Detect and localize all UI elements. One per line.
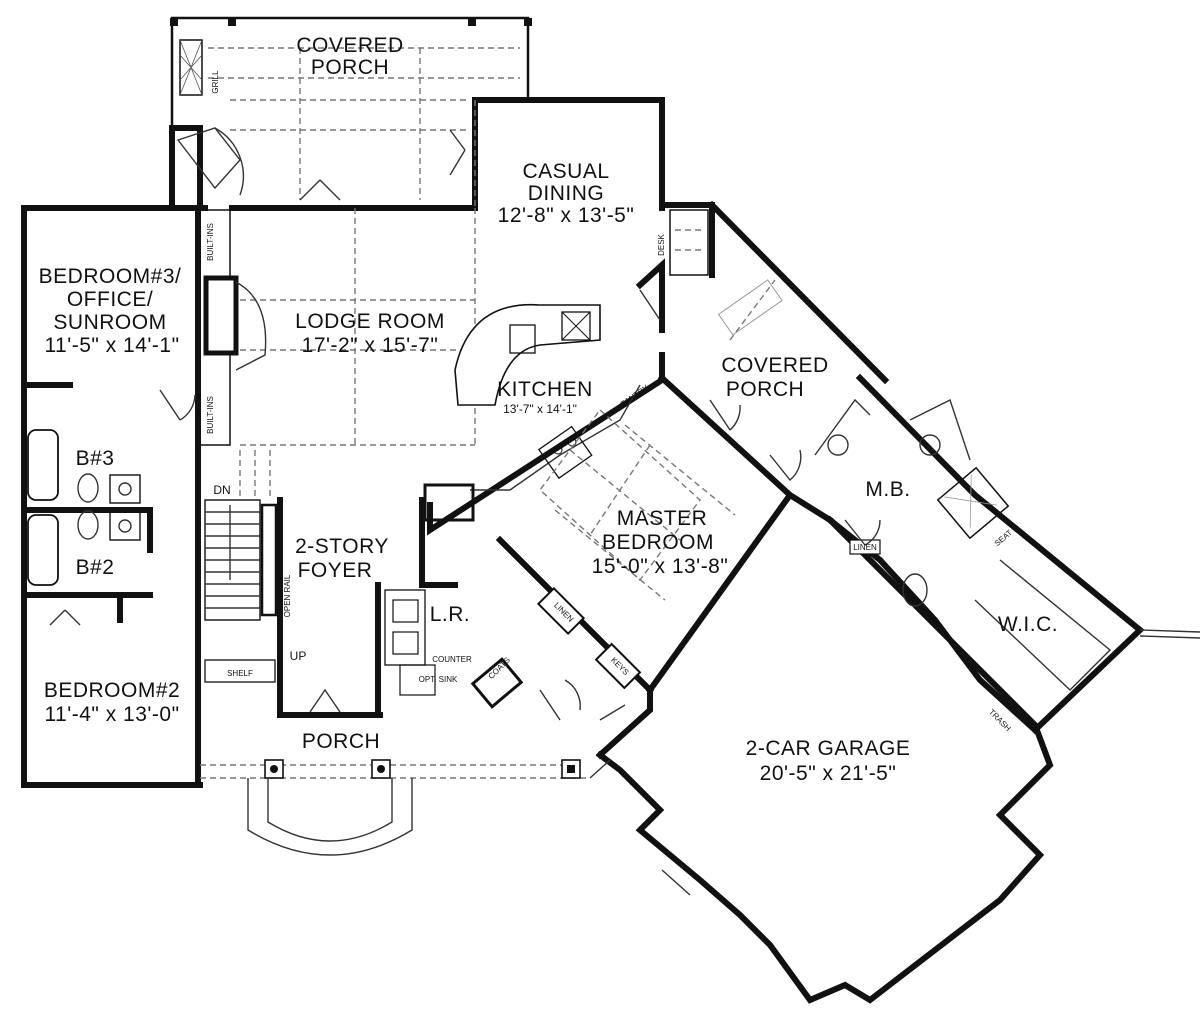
- tub-b3-icon: [27, 429, 59, 501]
- kitchen-island: [423, 303, 641, 522]
- open-rail-note: OPEN RAIL: [283, 574, 292, 617]
- stairs-down-note: DN: [213, 483, 230, 497]
- covered-porch-top-label-2: PORCH: [311, 56, 389, 79]
- door-swings: [49, 289, 881, 896]
- garage-label: 2-CAR GARAGE: [746, 737, 911, 760]
- built-ins-top-note: BUILT-INS: [206, 223, 215, 261]
- cooktop-icon: [537, 425, 593, 480]
- front-porch: [200, 759, 611, 856]
- annotation-labels: GRILL DESK BUILT-INS BUILT-INS PANTRY DN…: [206, 70, 1014, 733]
- master-bedroom-label-1: MASTER: [617, 507, 708, 530]
- sink-b3-icon: [109, 474, 141, 504]
- master-bath-label: M.B.: [865, 478, 910, 501]
- stairs-up-note: UP: [290, 649, 307, 663]
- kitchen-dimensions: 13'-7" x 14'-1": [503, 402, 577, 416]
- bedroom2-dimensions: 11'-4" x 13'-0": [44, 703, 179, 726]
- coats-closet: [470, 657, 524, 709]
- lodge-room-details: [199, 129, 476, 446]
- shelf-note: SHELF: [227, 669, 253, 678]
- seat-note: SEAT: [993, 528, 1014, 548]
- bedroom3-label-1: BEDROOM#3/: [39, 265, 182, 288]
- sink-b2-icon: [109, 511, 141, 541]
- laundry-room-label: L.R.: [430, 603, 471, 626]
- outdoor-fireplace-icon: [176, 127, 241, 190]
- dryer-icon: [392, 631, 419, 655]
- open-rail: [260, 503, 278, 617]
- bedroom3-label-3: SUNROOM: [53, 311, 166, 334]
- master-sink-right-icon: [919, 434, 941, 456]
- bath3-label: B#3: [76, 447, 115, 470]
- desk-area: [669, 209, 709, 276]
- bedroom2-label: BEDROOM#2: [44, 679, 180, 702]
- master-toilet-icon: [902, 573, 928, 607]
- master-bedroom-label-2: BEDROOM: [602, 531, 714, 554]
- casual-dining-label-2: DINING: [528, 182, 605, 205]
- built-ins-bottom-note: BUILT-INS: [206, 396, 215, 434]
- room-labels: COVERED PORCH CASUAL DINING 12'-8" x 13'…: [39, 34, 1058, 785]
- lodge-room-dimensions: 17'-2" x 15'-7": [302, 334, 439, 357]
- foyer-label-1: 2-STORY: [295, 535, 389, 558]
- covered-porch-top-area: [169, 16, 532, 208]
- desk-note: DESK: [657, 233, 666, 255]
- tub-b2-icon: [27, 514, 59, 586]
- laundry-room: [384, 589, 436, 696]
- covered-porch-right-label-1: COVERED: [721, 354, 828, 377]
- opt-sink-note: OPT. SINK: [419, 675, 458, 684]
- washer-icon: [392, 599, 419, 623]
- linen-master-note: LINEN: [853, 543, 877, 552]
- kitchen-sink-icon: [509, 324, 536, 354]
- grill-note: GRILL: [211, 70, 220, 94]
- toilet-b2-icon: [77, 510, 99, 540]
- porch-label: PORCH: [302, 730, 380, 753]
- bedroom3-dimensions: 11'-5" x 14'-1": [44, 334, 179, 357]
- casual-dining-label-1: CASUAL: [522, 160, 609, 183]
- left-bathroom-fixtures: [27, 429, 141, 586]
- stairs: [204, 450, 278, 683]
- fireplace-icon: [203, 275, 239, 356]
- toilet-b3-icon: [77, 473, 99, 503]
- covered-porch-right-label-2: PORCH: [726, 378, 804, 401]
- trash-note: TRASH: [987, 707, 1013, 733]
- shower-icon: [936, 466, 1010, 540]
- bedroom3-label-2: OFFICE/: [67, 288, 153, 311]
- foyer-label-2: FOYER: [298, 559, 373, 582]
- covered-porch-top-label-1: COVERED: [296, 34, 403, 57]
- grill-icon: [179, 39, 203, 96]
- pantry-note: PANTRY: [619, 383, 651, 409]
- walk-in-closet-label: W.I.C.: [998, 613, 1058, 636]
- master-bedroom-ceiling: [539, 408, 736, 601]
- master-bedroom-dimensions: 15'-0" x 13'-8": [592, 555, 729, 578]
- casual-dining-dimensions: 12'-8" x 13'-5": [498, 204, 635, 227]
- garage-dimensions: 20'-5" x 21'-5": [760, 762, 897, 785]
- master-bath-fixtures: [814, 398, 1112, 691]
- lodge-room-label: LODGE ROOM: [295, 310, 445, 333]
- exterior-walls: [21, 97, 1145, 1004]
- bath2-label: B#2: [76, 556, 115, 579]
- master-sink-left-icon: [827, 434, 849, 456]
- counter-note: COUNTER: [432, 655, 472, 664]
- kitchen-label: KITCHEN: [497, 378, 593, 401]
